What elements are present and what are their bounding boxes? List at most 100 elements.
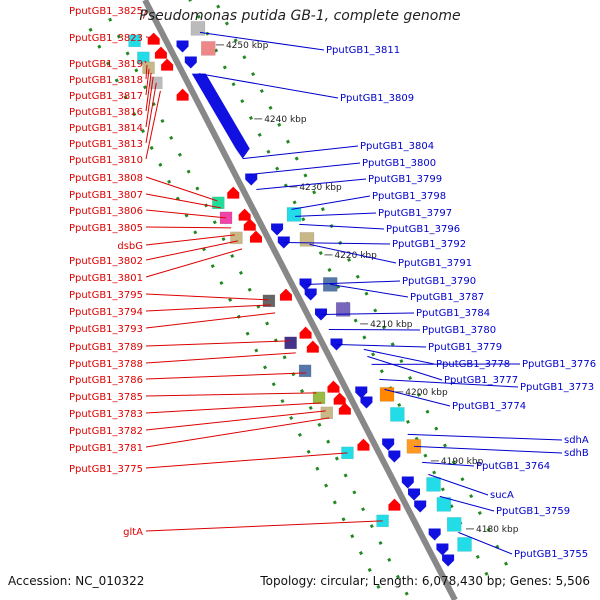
left-leader-line-3 [144, 60, 147, 64]
right-leader-line-8 [299, 223, 385, 230]
reverse-gene-arrow-15 [407, 488, 420, 501]
right-gene-label-20: PputGB1_3774 [452, 401, 526, 412]
left-leader-line-26 [145, 417, 330, 448]
left-gene-label-11: PputGB1_3807 [69, 190, 143, 201]
right-gene-label-1: PputGB1_3811 [326, 45, 400, 56]
left-gene-label-23: PputGB1_3785 [69, 392, 143, 403]
reverse-gene-arrow-1 [176, 40, 189, 53]
forward-gene-arrow-1 [147, 32, 160, 45]
right-leader-line-3 [242, 145, 359, 160]
left-leader-line-24 [145, 402, 322, 414]
right-gene-label-24: sucA [490, 490, 514, 501]
right-leader-line-22 [413, 445, 563, 454]
right-cds-block-13 [457, 537, 472, 552]
left-leader-line-17 [145, 293, 269, 301]
kbp-label-2: 4240 kbp [264, 115, 307, 125]
left-gene-label-18: PputGB1_3794 [69, 307, 143, 318]
right-gene-label-22: sdhB [564, 448, 589, 459]
forward-gene-arrow-2 [154, 46, 167, 59]
left-leader-line-5 [145, 68, 150, 96]
right-gene-label-26: PputGB1_3755 [514, 549, 588, 560]
right-leader-line-24 [428, 473, 489, 496]
reverse-gene-arrow-19 [442, 554, 455, 567]
right-gene-label-25: PputGB1_3759 [496, 506, 570, 517]
right-cds-block-2 [201, 41, 216, 56]
forward-gene-arrow-11 [306, 340, 319, 353]
right-leader-line-18 [367, 355, 443, 381]
left-gene-label-1: PputGB1_3825 [69, 6, 143, 17]
label-leader-lines [142, 9, 563, 555]
left-gene-label-17: PputGB1_3795 [69, 290, 143, 301]
forward-gene-arrow-7 [243, 218, 256, 231]
kbp-label-5: 4210 kbp [370, 320, 413, 330]
right-gene-label-8: PputGB1_3796 [386, 224, 460, 235]
left-leader-line-4 [145, 64, 148, 80]
right-gene-label-21: sdhA [564, 435, 589, 446]
left-leader-line-19 [145, 312, 276, 329]
right-gene-label-12: PputGB1_3787 [410, 292, 484, 303]
left-leader-line-8 [145, 82, 157, 144]
left-leader-line-21 [145, 352, 296, 364]
left-cds-block-1 [128, 34, 141, 48]
reverse-gene-arrow-4 [271, 223, 284, 236]
right-cds-block-1 [190, 21, 206, 36]
reverse-gene-arrow-13 [388, 450, 401, 463]
right-gene-label-19: PputGB1_3773 [520, 382, 594, 393]
right-leader-line-1 [199, 31, 325, 51]
right-cds-block-3 [286, 207, 302, 222]
left-leader-line-2 [145, 36, 154, 39]
right-leader-line-10 [309, 243, 397, 264]
reverse-gene-long [191, 73, 250, 159]
left-leader-line-7 [145, 76, 154, 128]
right-gene-label-13: PputGB1_3784 [416, 308, 490, 319]
right-leader-line-26 [458, 531, 513, 555]
genome-tracks [88, 0, 512, 600]
dotted-track-2 [108, 17, 412, 600]
right-cds-block-11 [436, 497, 452, 512]
left-gene-label-12: PputGB1_3806 [69, 206, 143, 217]
forward-gene-arrow-10 [299, 326, 312, 339]
left-leader-line-12 [145, 209, 227, 219]
left-leader-line-15 [145, 240, 239, 261]
right-leader-line-2 [198, 73, 339, 99]
right-leader-line-15 [336, 343, 427, 348]
left-leader-line-22 [145, 372, 307, 380]
right-gene-label-9: PputGB1_3792 [392, 239, 466, 250]
right-cds-block-4 [299, 232, 315, 247]
reverse-gene-arrow-2 [184, 56, 197, 69]
left-gene-label-5: PputGB1_3817 [69, 91, 143, 102]
reverse-gene-arrow-17 [428, 528, 441, 541]
forward-gene-arrow-8 [249, 230, 262, 243]
left-leader-line-11 [145, 193, 221, 209]
topology-info: Topology: circular; Length: 6,078,430 bp… [260, 574, 590, 588]
right-gene-label-18: PputGB1_3777 [444, 375, 518, 386]
right-gene-label-23: PputGB1_3764 [476, 461, 550, 472]
reverse-gene-arrow-12 [382, 438, 395, 451]
left-cds-block-9 [284, 336, 297, 350]
left-gene-label-22: PputGB1_3786 [69, 375, 143, 386]
right-gene-label-14: PputGB1_3780 [422, 325, 496, 336]
left-cds-block-11 [312, 391, 326, 405]
left-leader-line-20 [145, 340, 290, 347]
forward-gene-arrow-15 [357, 438, 370, 451]
right-gene-label-10: PputGB1_3791 [398, 258, 472, 269]
forward-gene-arrow-3 [161, 58, 174, 71]
genome-title: Pseudomonas putida GB-1, complete genome [139, 8, 461, 24]
right-gene-label-4: PputGB1_3800 [362, 158, 436, 169]
right-leader-line-20 [384, 388, 451, 407]
left-gene-label-14: dsbG [117, 241, 143, 252]
kbp-label-1: 4250 kbp [226, 41, 269, 51]
kbp-label-6: 4200 kbp [405, 388, 448, 398]
left-gene-label-15: PputGB1_3802 [69, 256, 143, 267]
right-leader-line-16 [363, 348, 435, 365]
right-gene-label-3: PputGB1_3804 [360, 141, 434, 152]
right-leader-line-9 [283, 241, 391, 245]
right-cds-block-8 [390, 407, 405, 422]
genome-backbone [142, 0, 458, 600]
left-gene-label-6: PputGB1_3816 [69, 107, 143, 118]
forward-gene-arrow-4 [176, 88, 189, 101]
forward-gene-arrow-5 [227, 186, 240, 199]
left-leader-line-6 [145, 72, 152, 112]
